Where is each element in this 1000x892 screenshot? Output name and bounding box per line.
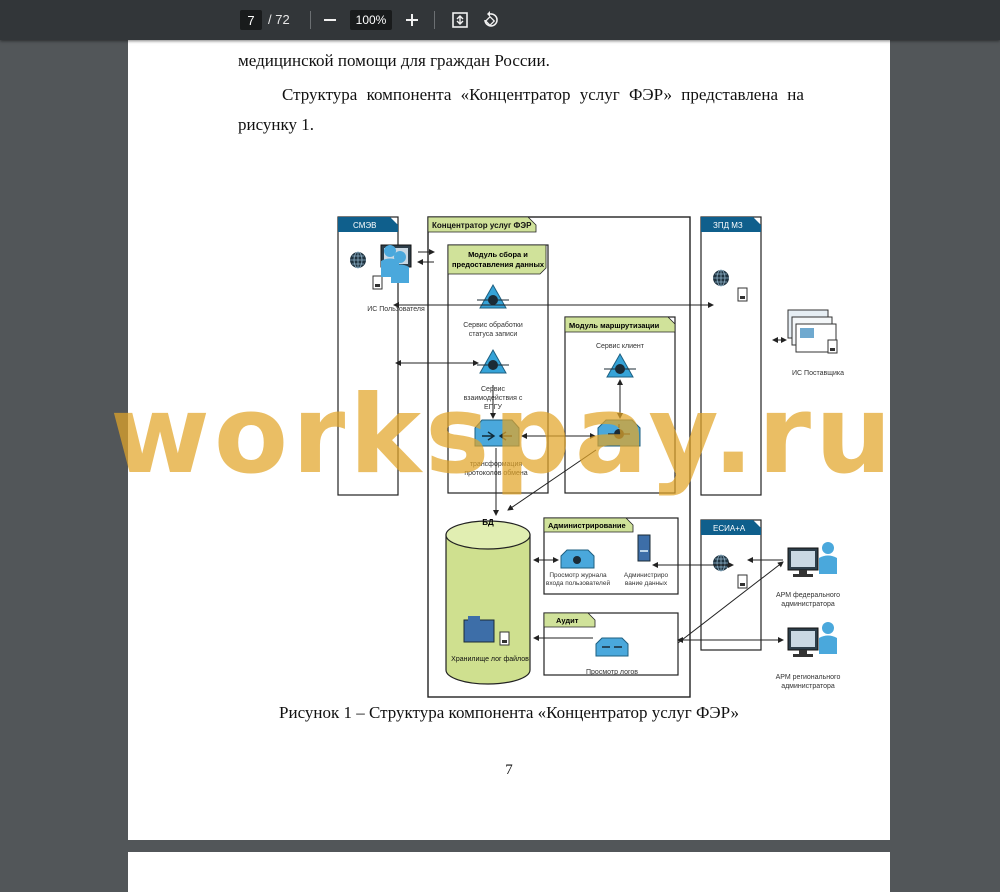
admin-label: Администрирование — [548, 521, 626, 530]
page-total: / 72 — [268, 12, 290, 27]
reg-admin-label: АРМ регионального — [776, 674, 841, 681]
fed-admin-label: АРМ федерального — [776, 592, 840, 599]
zoom-out-button[interactable] — [316, 6, 344, 34]
page-number: 7 — [505, 762, 513, 778]
admin-data-label: Администриро — [624, 572, 669, 579]
rotate-button[interactable] — [476, 6, 504, 34]
zpd-label-bg — [701, 217, 761, 232]
document-page: медицинской помощи для граждан России. С… — [128, 40, 890, 840]
toolbar-divider — [434, 11, 435, 29]
smev-label-bg — [338, 217, 398, 232]
journal-label: Просмотр журнала — [549, 572, 607, 579]
service-client-icon — [603, 353, 637, 378]
service-client-label: Сервис клиент — [596, 343, 645, 350]
transform-device-icon — [474, 419, 520, 447]
fed-admin-label: администратора — [781, 601, 835, 608]
plus-icon — [406, 14, 418, 26]
next-document-page — [128, 852, 890, 892]
paragraph-line: Структура компонента «Концентратор услуг… — [282, 85, 804, 104]
pdf-toolbar: 7 / 72 100% — [0, 0, 1000, 40]
interact-service-icon — [476, 349, 510, 374]
zpd-column — [700, 216, 762, 496]
collect-module-label: Модуль сбора и — [468, 250, 528, 259]
smev-phone-icon — [372, 275, 383, 290]
reg-admin-label: администратора — [781, 683, 835, 690]
user-system-label: ИС Пользователя — [367, 306, 425, 313]
paragraph-line: медицинской помощи для граждан России. — [238, 51, 550, 70]
toolbar-divider — [310, 11, 311, 29]
supplier-system-icon — [787, 309, 838, 354]
minus-icon — [324, 19, 336, 21]
smev-globe-icon — [349, 251, 367, 269]
folder-icon — [463, 616, 495, 643]
view-logs-icon — [595, 637, 629, 657]
admin-server-icon — [637, 534, 651, 562]
figure-caption: Рисунок 1 – Структура компонента «Концен… — [279, 703, 739, 722]
status-service-label: Сервис обработки — [463, 321, 523, 329]
hub-label-bg — [427, 216, 537, 233]
connector-lines — [393, 249, 787, 644]
zpd-phone-icon — [737, 287, 748, 302]
admin-label-bg — [543, 517, 634, 533]
view-logs-label: Просмотр логов — [586, 669, 638, 676]
architecture-diagram: СМЭВ Концентратор услуг ФЭР Модуль сбора… — [328, 170, 978, 700]
paragraph-line: рисунку 1. — [238, 115, 315, 134]
audit-label: Аудит — [556, 616, 579, 625]
zpd-label: ЗПД МЗ — [713, 221, 743, 230]
zoom-level-input[interactable]: 100% — [350, 10, 392, 30]
collect-module-label-bg — [447, 244, 547, 275]
smev-label: СМЭВ — [353, 221, 376, 230]
routing-module-label-bg — [564, 316, 676, 333]
esia-label: ЕСИА+А — [713, 524, 746, 533]
audit-box — [543, 612, 679, 676]
hub-container — [427, 216, 691, 698]
fit-page-icon — [452, 12, 468, 28]
esia-column — [700, 519, 762, 651]
fit-to-page-button[interactable] — [446, 6, 474, 34]
zpd-globe-icon — [712, 269, 730, 287]
collect-module-label: предоставления данных — [452, 260, 545, 269]
rotate-icon — [484, 11, 498, 27]
hub-label: Концентратор услуг ФЭР — [432, 221, 532, 230]
routing-module-label: Модуль маршрутизации — [569, 321, 660, 330]
zoom-in-button[interactable] — [398, 6, 426, 34]
audit-label-bg — [543, 612, 596, 628]
page-number-input[interactable]: 7 — [240, 10, 262, 30]
esia-globe-icon — [712, 554, 730, 572]
log-storage-label: Хранилище лог файлов — [451, 655, 529, 663]
status-service-label: статуса записи — [469, 331, 518, 338]
storage-phone-icon — [499, 631, 510, 646]
journal-label: входа пользователей — [546, 579, 611, 587]
db-label: БД — [482, 518, 494, 527]
esia-label-bg — [701, 520, 761, 535]
reg-admin-workstation-icon — [787, 622, 837, 658]
supplier-system-label: ИС Поставщика — [792, 370, 844, 377]
database-cylinder — [445, 520, 531, 685]
journal-icon — [560, 549, 595, 569]
router-icon — [597, 419, 641, 447]
esia-phone-icon — [737, 574, 748, 589]
admin-data-label: вание данных — [625, 580, 668, 587]
fed-admin-workstation-icon — [787, 542, 837, 578]
